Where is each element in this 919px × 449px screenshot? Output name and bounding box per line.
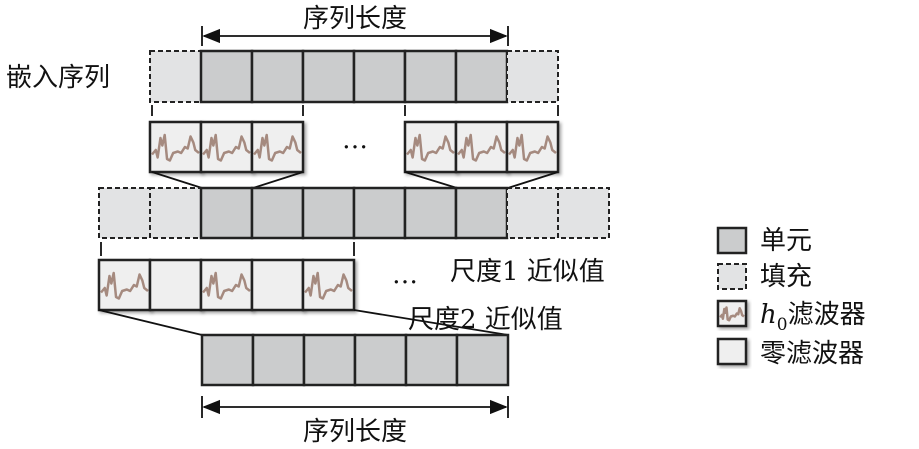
scale1-cell-unit (199, 186, 254, 240)
embedding-cell-unit (250, 49, 305, 104)
ellipsis-row1: … (342, 125, 368, 155)
h0-filter-wave-icon (508, 133, 557, 162)
scale1-cell-padding (557, 187, 610, 239)
h0-filter-wave-icon (406, 133, 455, 162)
scale1-cell-padding (98, 187, 151, 239)
scale1-cell-padding (149, 187, 202, 239)
embedding-sequence-label: 嵌入序列 (6, 63, 110, 93)
projection-line (98, 309, 203, 336)
legend-unit-icon (716, 226, 748, 255)
embedding-cell-padding (149, 50, 202, 103)
scale1-cell-unit (250, 186, 305, 240)
dilated-filter-cell-zero (250, 258, 305, 312)
scale2-cell-unit (455, 333, 510, 387)
scale1-cell-padding (506, 187, 559, 239)
dilated-filter-cell-h0 (301, 258, 356, 312)
scale1-cell-unit (454, 186, 509, 240)
embedding-cell-unit (199, 49, 254, 104)
sequence-length-bottom-label: 序列长度 (303, 417, 407, 447)
h0-filter-wave-icon (202, 133, 251, 162)
dilated-filter-cell-zero (148, 258, 203, 312)
h0-filter-wave-icon (719, 306, 745, 322)
embedding-cell-unit (352, 49, 407, 104)
scale1-cell-unit (301, 186, 356, 240)
h0-filter-wave-icon (202, 271, 251, 300)
h0-filter-wave-icon (253, 133, 302, 162)
scale1-cell-unit (352, 186, 407, 240)
scale1-cell-unit (403, 186, 458, 240)
legend-zero-label: 零滤波器 (760, 339, 864, 369)
scale2-cell-unit (404, 333, 459, 387)
h0-filter-wave-icon (457, 133, 506, 162)
projection-line (353, 309, 509, 336)
sequence-length-top-label: 序列长度 (303, 4, 407, 34)
scale1-approx-label: 尺度1 近似值 (450, 257, 605, 287)
legend-unit-label: 单元 (760, 226, 812, 256)
projection-line (252, 171, 304, 189)
scale2-cell-unit (353, 333, 408, 387)
h0-filter-wave-icon (304, 271, 353, 300)
legend-zero-icon (716, 337, 748, 366)
legend-padding-label: 填充 (760, 262, 812, 292)
scale2-cell-unit (302, 333, 357, 387)
embedding-cell-unit (301, 49, 356, 104)
projection-line (404, 171, 458, 189)
h0-filter-wave-icon (100, 271, 149, 300)
legend-h0-label: h0滤波器 (760, 300, 866, 335)
h0-filter-wave-icon (151, 133, 200, 162)
embedding-cell-unit (454, 49, 509, 104)
scale2-cell-unit (251, 333, 306, 387)
projection-line (151, 171, 203, 189)
embedding-cell-unit (403, 49, 458, 104)
ellipsis-row3: … (392, 260, 418, 290)
scale2-cell-unit (200, 333, 255, 387)
legend-padding-icon (717, 263, 747, 290)
scale2-approx-label: 尺度2 近似值 (408, 305, 563, 335)
projection-line (507, 171, 559, 189)
embedding-cell-padding (506, 50, 559, 103)
